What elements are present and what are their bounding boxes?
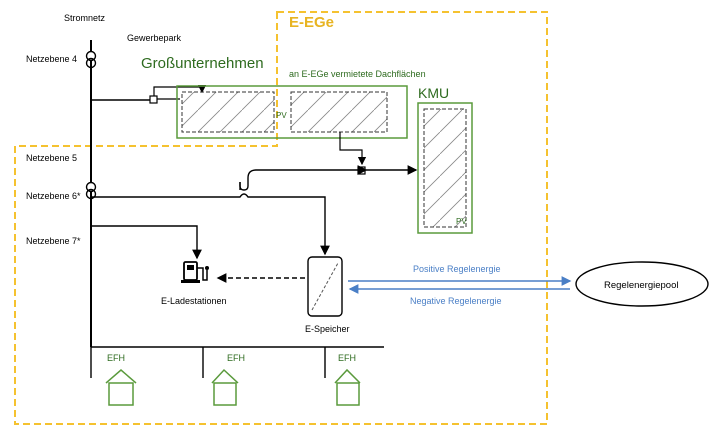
dachflaechen-label: an E-EGe vermietete Dachflächen bbox=[289, 69, 426, 79]
transformer-ne6-icon bbox=[85, 181, 97, 200]
line-pv-to-meter bbox=[153, 84, 207, 96]
stromnetz-label: Stromnetz bbox=[64, 13, 106, 23]
line-to-ladestation bbox=[91, 225, 202, 260]
pv-panel-2 bbox=[290, 91, 388, 133]
kmu-pv-panel bbox=[423, 108, 467, 228]
netzebene7-label: Netzebene 7* bbox=[26, 236, 81, 246]
rooftop-block bbox=[176, 85, 408, 139]
battery-storage-icon bbox=[307, 256, 343, 317]
positive-regelenergie-label: Positive Regelenergie bbox=[413, 264, 501, 274]
pv-label-kmu: PV bbox=[456, 217, 467, 226]
transformer-ne4-icon bbox=[85, 50, 97, 69]
efh-label-3: EFH bbox=[338, 353, 356, 363]
ne6-horizontal-bus bbox=[91, 193, 330, 256]
speicher-label: E-Speicher bbox=[305, 324, 350, 334]
house-icon-2 bbox=[211, 368, 239, 406]
efh-label-2: EFH bbox=[227, 353, 245, 363]
gewerbepark-label: Gewerbepark bbox=[127, 33, 182, 43]
netzebene4-label: Netzebene 4 bbox=[26, 54, 77, 64]
meter-to-bus-line bbox=[239, 169, 358, 191]
pv-panel-1 bbox=[181, 91, 275, 133]
house-icon-1 bbox=[105, 369, 137, 406]
efh-label-1: EFH bbox=[107, 353, 125, 363]
meter-mid bbox=[357, 166, 366, 175]
netzebene6-label: Netzebene 6* bbox=[26, 191, 81, 201]
eege-title: E-EGe bbox=[289, 14, 334, 31]
meter-top bbox=[149, 95, 158, 104]
charging-station-icon bbox=[181, 261, 209, 283]
netzebene5-label: Netzebene 5 bbox=[26, 153, 77, 163]
regelenergiepool-label: Regelenergiepool bbox=[604, 280, 678, 291]
grossunternehmen-label: Großunternehmen bbox=[141, 55, 264, 72]
line-pv2-to-meter bbox=[339, 132, 367, 166]
kmu-block bbox=[417, 102, 473, 234]
negative-regelenergie-label: Negative Regelenergie bbox=[410, 296, 502, 306]
ladestationen-label: E-Ladestationen bbox=[161, 296, 227, 306]
eege-boundary bbox=[14, 11, 548, 425]
house-icon-3 bbox=[334, 368, 361, 406]
regelenergiepool-ellipse bbox=[575, 261, 709, 307]
pv-label-1: PV bbox=[276, 111, 287, 120]
kmu-label: KMU bbox=[418, 85, 449, 101]
